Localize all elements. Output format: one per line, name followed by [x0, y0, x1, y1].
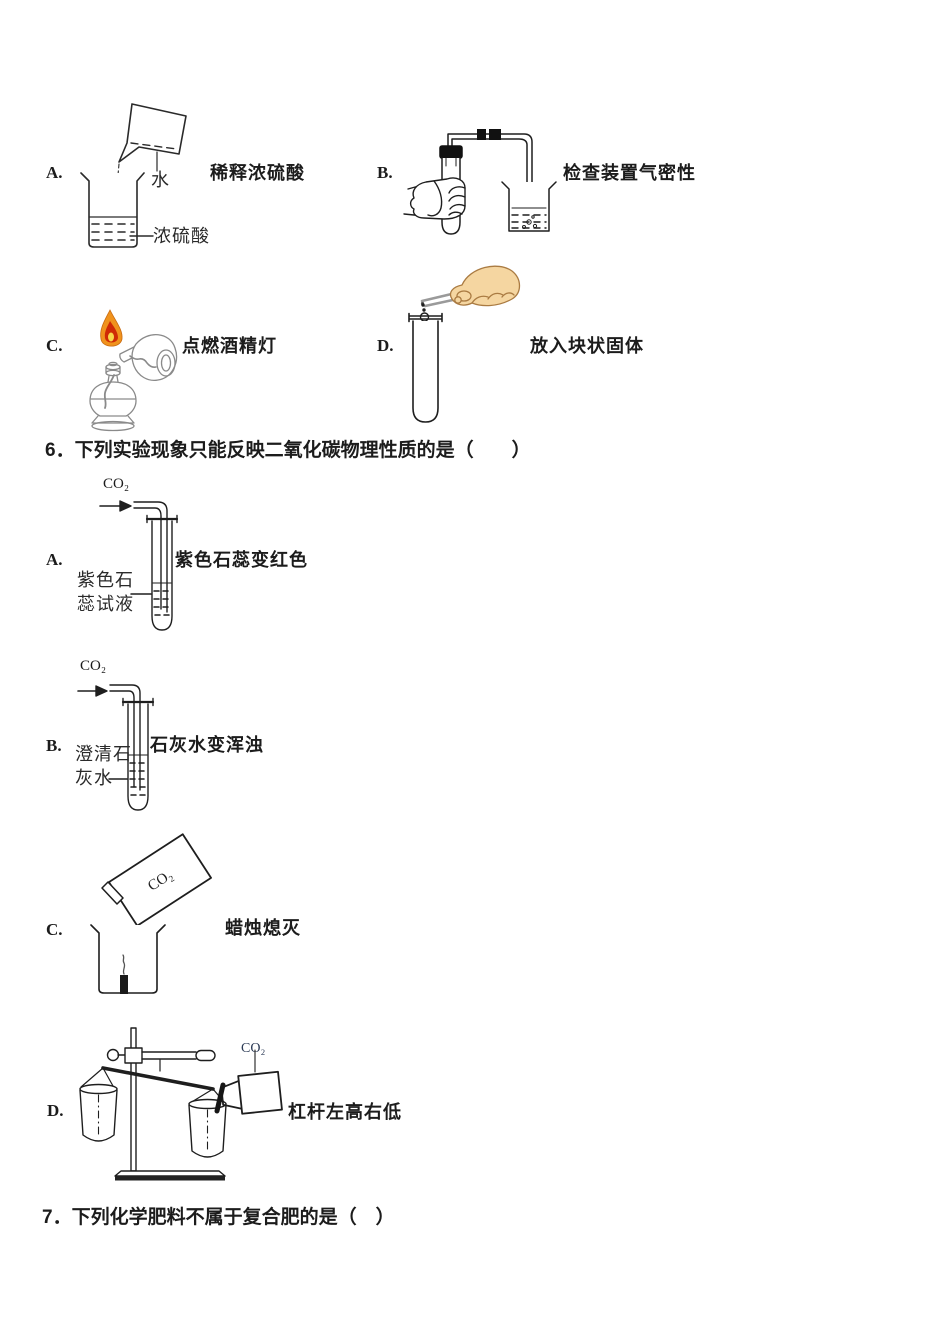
candle-diagram: CO₂: [90, 833, 212, 994]
caption-q5b: 检查装置气密性: [563, 163, 696, 183]
litmus-diagram: [99, 500, 179, 631]
limewater-label-line2: 灰水: [75, 768, 113, 788]
limewater-liquid: [128, 754, 148, 796]
airtightness-diagram: [403, 129, 557, 235]
delivery-tube: [447, 133, 533, 227]
test-tube: [408, 312, 443, 423]
dilute-acid-diagram: [80, 103, 187, 248]
question-6: 6．下列实验现象只能反映二氧化碳物理性质的是（ ）: [45, 440, 531, 461]
clamp: [106, 1047, 143, 1064]
rubber-stopper: [439, 145, 463, 159]
delivery-tube: [109, 684, 141, 791]
co2-label-q6d: CO₂: [241, 1041, 266, 1056]
co2-label-q6a: CO₂: [103, 476, 130, 492]
gas-arrow: [77, 685, 108, 697]
option-letter-q6b: B.: [46, 736, 62, 755]
hand: [449, 265, 521, 307]
tube-connector: [477, 129, 486, 140]
water-beaker: [501, 181, 557, 232]
option-letter-q5b: B.: [377, 163, 393, 182]
acid-label: 浓硫酸: [153, 226, 210, 246]
water-label: 水: [151, 170, 170, 190]
co2-bottle: [220, 1070, 283, 1115]
option-letter-q6d: D.: [47, 1101, 64, 1120]
co2-label-q6b: CO₂: [80, 658, 107, 674]
delivery-tube: [133, 501, 168, 613]
candle-smoke: [122, 954, 126, 975]
option-letter-q5d: D.: [377, 336, 394, 355]
pouring-beaker: [118, 103, 187, 163]
caption-q5c: 点燃酒精灯: [182, 336, 277, 356]
option-letter-q6c: C.: [46, 920, 63, 939]
bubbles: [522, 215, 538, 229]
standing-lamp: [89, 361, 137, 432]
lever-diagram: [79, 1027, 283, 1181]
test-tube: [121, 697, 155, 811]
flame: [100, 309, 123, 347]
alcohol-lamp-diagram: [89, 309, 178, 432]
litmus-label-line2: 蕊试液: [77, 594, 134, 614]
add-solid-diagram: [408, 265, 521, 423]
limewater-label-line1: 澄清石: [75, 744, 132, 764]
caption-q6c: 蜡烛熄灭: [225, 918, 301, 938]
caption-q5d: 放入块状固体: [530, 336, 644, 356]
caption-q6d: 杠杆左高右低: [288, 1102, 402, 1122]
iron-stand: [114, 1027, 226, 1181]
caption-q5a: 稀释浓硫酸: [210, 163, 305, 183]
question-7: 7．下列化学肥料不属于复合肥的是（ ）: [42, 1207, 395, 1228]
lever-beam: [101, 1066, 215, 1091]
gas-arrow: [99, 500, 132, 512]
option-letter-q6a: A.: [46, 550, 63, 569]
caption-q6a: 紫色石蕊变红色: [175, 550, 308, 570]
test-tube: [145, 514, 179, 631]
option-letter-q5c: C.: [46, 336, 63, 355]
option-letter-q5a: A.: [46, 163, 63, 182]
caption-q6b: 石灰水变浑浊: [150, 735, 264, 755]
litmus-liquid: [152, 582, 172, 616]
bottle-mouth-tube: [101, 881, 124, 905]
left-cup: [79, 1067, 118, 1142]
gas-bottle: CO₂: [108, 833, 212, 927]
hand: [403, 177, 466, 220]
horizontal-rod: [141, 1049, 216, 1072]
pour-stream: [214, 1082, 226, 1114]
limewater-diagram: [77, 684, 155, 811]
beaker: [80, 172, 145, 248]
litmus-label-line1: 紫色石: [77, 570, 134, 590]
tilted-lamp: [119, 334, 178, 382]
candle: [120, 975, 128, 994]
